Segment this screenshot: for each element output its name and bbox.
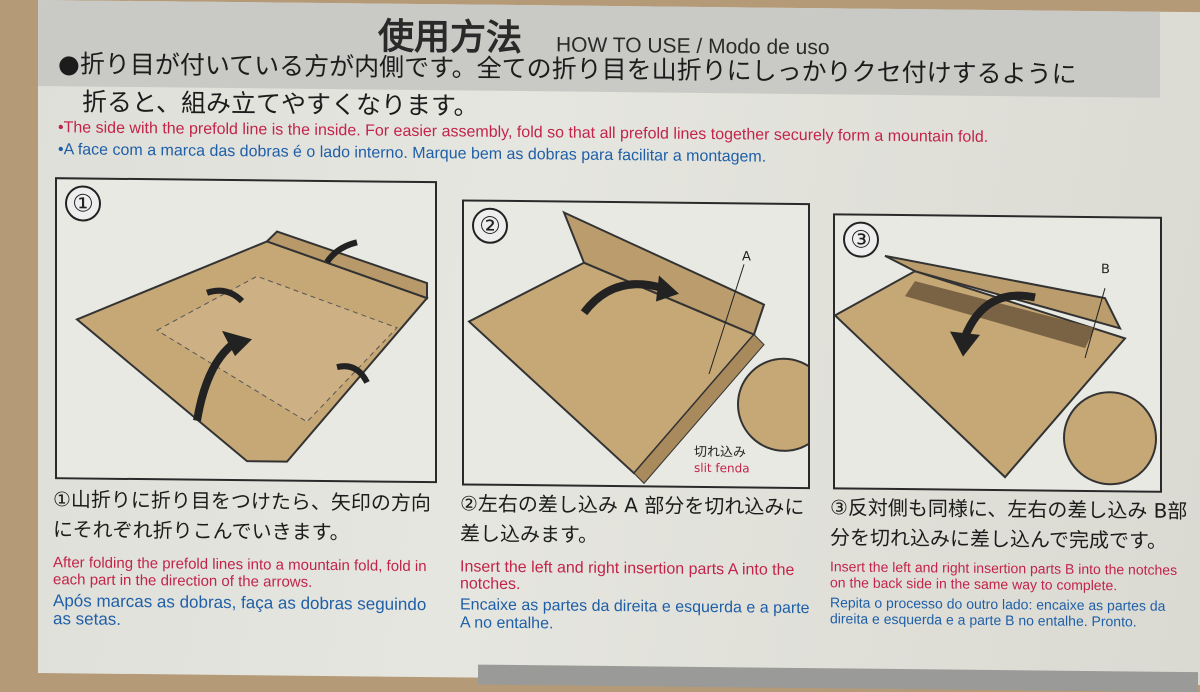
step-1-caption: ①山折りに折り目をつけたら、矢印の方向にそれぞれ折りこんでいきます。 After…: [53, 484, 433, 632]
step-3-caption-jp: ③反対側も同様に、左右の差し込み B部分を切れ込みに差し込んで完成です。: [830, 495, 1188, 553]
box-insert-b-illustration: B: [835, 254, 1157, 486]
step-2-caption-pt: Encaixe as partes da direita e esquerda …: [460, 596, 810, 633]
step-1-caption-jp: ①山折りに折り目をつけたら、矢印の方向にそれぞれ折りこんでいきます。: [53, 487, 431, 545]
step-2-number: ②: [472, 207, 508, 244]
step-3-caption: ③反対側も同様に、左右の差し込み B部分を切れ込みに差し込んで完成です。 Ins…: [830, 492, 1192, 630]
box-unfolded-illustration: [75, 230, 429, 463]
instruction-sheet: 使用方法 HOW TO USE / Modo de uso ●折り目が付いている…: [38, 0, 1200, 692]
step-2-caption-en: Insert the left and right insertion part…: [460, 558, 795, 594]
step-3-illustration: B ③: [833, 213, 1162, 493]
footer-band: [478, 664, 1198, 692]
step-3-caption-en: Insert the left and right insertion part…: [830, 558, 1178, 594]
step-1-illustration: ①: [55, 177, 437, 484]
label-b: B: [1101, 262, 1110, 277]
step-3-number: ③: [843, 221, 879, 258]
label-a: A: [742, 249, 751, 264]
step-1-caption-en: After folding the prefold lines into a m…: [53, 554, 427, 591]
box-insert-a-illustration: A 切れ込み slit fenda: [467, 210, 808, 485]
step-2-caption-jp: ②左右の差し込み A 部分を切れ込みに差し込みます。: [460, 491, 805, 547]
intro-jp-line2: 折ると、組み立てやすくなります。: [82, 87, 479, 121]
step-3-caption-pt: Repita o processo do outro lado: encaixe…: [830, 594, 1166, 630]
step-1-number: ①: [65, 185, 101, 222]
slit-label-jp: 切れ込み: [694, 445, 746, 461]
intro-pt: •A face com a marca das dobras é o lado …: [58, 141, 767, 166]
step-2-illustration: A 切れ込み slit fenda ②: [462, 199, 810, 490]
slit-label-en: slit fenda: [694, 461, 750, 476]
step-1-caption-pt: Após marcas as dobras, faça as dobras se…: [53, 591, 427, 629]
step-2-caption: ②左右の差し込み A 部分を切れ込みに差し込みます。 Insert the le…: [460, 488, 812, 636]
